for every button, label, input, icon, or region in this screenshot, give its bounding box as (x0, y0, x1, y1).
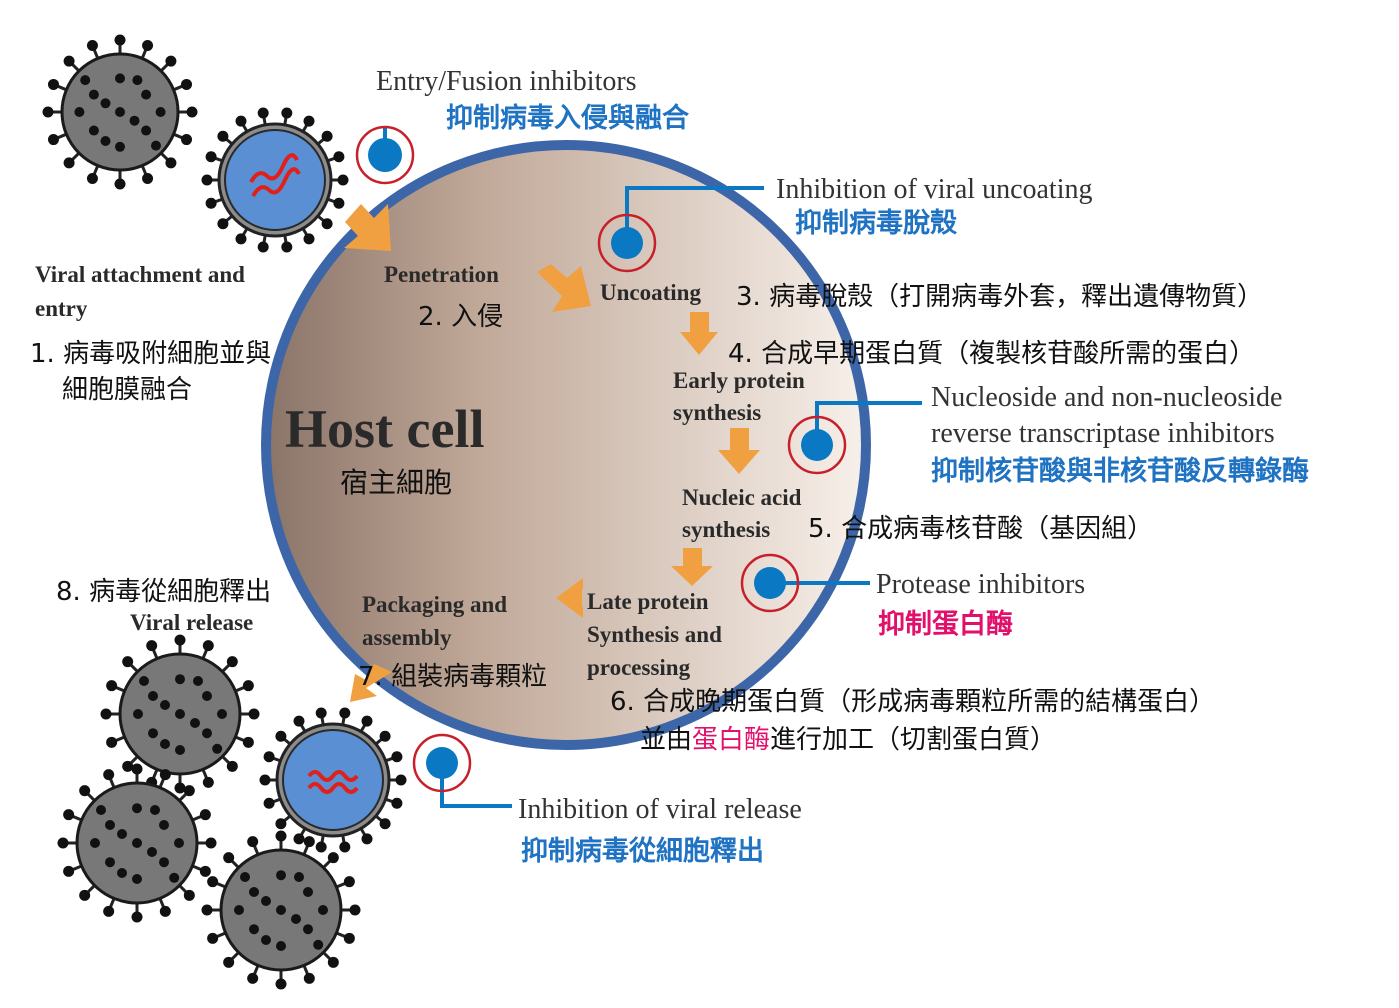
virus-icon (201, 830, 361, 990)
packaging-label-2: assembly (362, 625, 452, 650)
release-inhibitor-marker (412, 733, 512, 808)
arrow-icon (350, 664, 392, 702)
uncoating-inhibitor-label: Inhibition of viral uncoating (776, 174, 1093, 205)
nucleic-acid-step: 5. 合成病毒核苷酸（基因組） (808, 514, 1153, 544)
late-protein-step-2-post: 進行加工（切割蛋白質） (770, 725, 1056, 755)
host-cell-subtitle: 宿主細胞 (340, 466, 452, 499)
inhibitor-markers (355, 125, 922, 808)
nucleic-acid-label-2: synthesis (682, 517, 770, 542)
host-cell (261, 140, 871, 750)
uncoating-step: 3. 病毒脫殼（打開病毒外套，釋出遺傳物質） (736, 282, 1263, 312)
late-protein-label-2: Synthesis and (587, 622, 722, 647)
entry-inhibitor-marker (355, 125, 415, 185)
host-cell-title: Host cell (285, 399, 484, 459)
early-protein-label-2: synthesis (673, 400, 761, 425)
arrow-icon (556, 578, 583, 618)
late-protein-step-2-pre: 並由 (640, 725, 692, 755)
release-inhibitor-zh: 抑制病毒從細胞釋出 (521, 836, 764, 867)
rna-strand-icon (307, 770, 359, 794)
rt-inhibitor-marker (787, 401, 922, 475)
entry-inhibitor-zh: 抑制病毒入侵與融合 (446, 102, 689, 134)
virus-icon (57, 763, 217, 923)
rna-strand-icon (249, 153, 301, 198)
process-arrows (344, 204, 760, 702)
early-protein-step: 4. 合成早期蛋白質（複製核苷酸所需的蛋白） (728, 339, 1255, 369)
arrow-icon (718, 428, 760, 474)
protease-inhibitor-marker (740, 553, 870, 613)
entry-inhibitor-label: Entry/Fusion inhibitors (376, 66, 637, 97)
rt-inhibitor-label-1: Nucleoside and non-nucleoside (931, 382, 1282, 413)
late-protein-label-1: Late protein (587, 589, 709, 614)
uncoating-inhibitor-zh: 抑制病毒脫殼 (795, 208, 958, 239)
early-protein-label-1: Early protein (673, 368, 805, 393)
nucleic-acid-label-1: Nucleic acid (682, 485, 802, 510)
rt-inhibitor-label-2: reverse transcriptase inhibitors (931, 418, 1275, 449)
virus-group (42, 34, 407, 990)
packaging-step: 7. 組裝病毒顆粒 (358, 662, 547, 692)
protease-inhibitor-zh: 抑制蛋白酶 (878, 608, 1013, 640)
attachment-label-2: entry (35, 296, 88, 321)
late-protein-label-3: processing (587, 655, 691, 680)
arrow-icon (671, 548, 713, 586)
release-label: Viral release (130, 610, 253, 635)
arrow-icon (537, 264, 591, 312)
release-inhibitor-label: Inhibition of viral release (518, 794, 802, 825)
virus-icon (201, 107, 349, 253)
late-protein-step-1: 6. 合成晚期蛋白質（形成病毒顆粒所需的結構蛋白） (610, 687, 1215, 717)
rt-inhibitor-zh: 抑制核苷酸與非核苷酸反轉錄酶 (931, 455, 1309, 487)
virus-icon (259, 707, 407, 853)
arrow-icon (344, 204, 391, 251)
penetration-step: 2. 入侵 (418, 302, 503, 332)
virus-icon (100, 634, 260, 794)
attachment-step-1: 1. 病毒吸附細胞並與 (30, 339, 271, 369)
protease-highlight: 蛋白酶 (692, 725, 770, 755)
penetration-label: Penetration (384, 262, 499, 287)
arrow-icon (680, 312, 718, 355)
late-protein-step-2: 並由蛋白酶進行加工（切割蛋白質） (640, 725, 1056, 755)
uncoating-inhibitor-marker (597, 186, 764, 273)
packaging-label-1: Packaging and (362, 592, 507, 617)
attachment-step-2: 細胞膜融合 (62, 375, 192, 405)
uncoating-label: Uncoating (600, 280, 701, 305)
release-step: 8. 病毒從細胞釋出 (56, 577, 271, 607)
attachment-label-1: Viral attachment and (35, 262, 245, 287)
protease-inhibitor-label: Protease inhibitors (876, 569, 1085, 600)
virus-icon (42, 34, 198, 190)
